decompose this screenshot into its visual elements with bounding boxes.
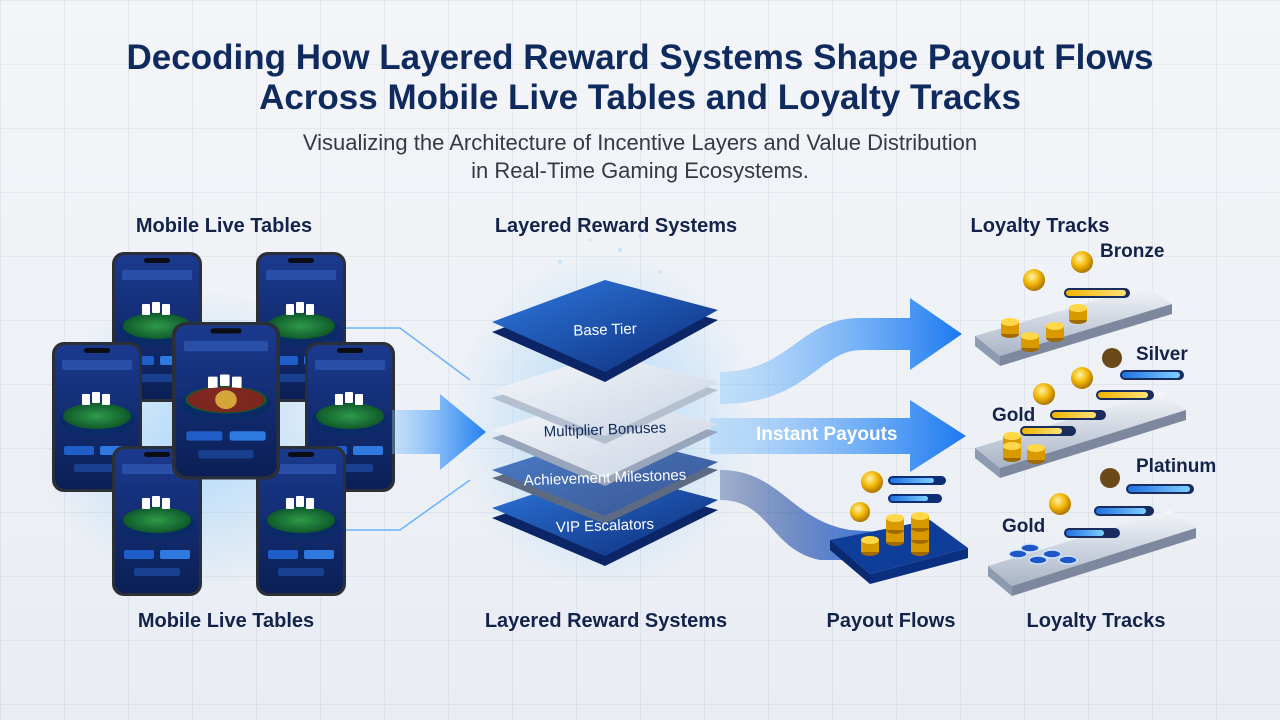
- subtitle-line-1: Visualizing the Architecture of Incentiv…: [302, 130, 978, 155]
- flow-arrow-payout: [720, 470, 880, 560]
- label-layered-reward-systems-bottom: Layered Reward Systems: [484, 610, 728, 632]
- label-loyalty-tracks-bottom: Loyalty Tracks: [1026, 610, 1166, 632]
- page-subtitle: Visualizing the Architecture of Incentiv…: [0, 129, 1280, 185]
- payout-flows-illustration: [830, 471, 968, 584]
- loyalty-track-silver-gold: [975, 348, 1186, 478]
- label-layered-reward-systems-top: Layered Reward Systems: [494, 215, 738, 237]
- phone-center: [172, 322, 280, 480]
- loyalty-track-bronze: [975, 251, 1172, 366]
- flow-arrow-instant: [710, 400, 966, 472]
- label-mobile-live-tables-top: Mobile Live Tables: [135, 215, 313, 237]
- label-loyalty-tracks-top: Loyalty Tracks: [970, 215, 1110, 237]
- subtitle-line-2: in Real-Time Gaming Ecosystems.: [471, 158, 809, 183]
- tier-label-silver: Silver: [1136, 344, 1188, 365]
- flow-arrow-top: [720, 298, 962, 404]
- tier-label-platinum: Platinum: [1136, 456, 1217, 477]
- layer-label-vip-escalators: VIP Escalators: [555, 515, 655, 537]
- instant-payouts-label: Instant Payouts: [756, 424, 898, 445]
- tier-label-gold-1: Gold: [992, 405, 1036, 426]
- label-mobile-live-tables-bottom: Mobile Live Tables: [137, 610, 315, 632]
- layer-label-base-tier: Base Tier: [573, 320, 637, 340]
- title-line-1: Decoding How Layered Reward Systems Shap…: [126, 38, 1154, 77]
- tier-label-gold-2: Gold: [1002, 516, 1046, 537]
- sparkle-dots: [558, 234, 662, 274]
- layer-top-base-tier: [492, 280, 718, 382]
- tier-label-bronze: Bronze: [1100, 241, 1165, 262]
- reward-layer-stack: [455, 234, 755, 590]
- loyalty-track-platinum-gold: [988, 468, 1196, 596]
- page-title: Decoding How Layered Reward Systems Shap…: [0, 38, 1280, 118]
- title-line-2: Across Mobile Live Tables and Loyalty Tr…: [259, 78, 1021, 117]
- phone-connector-lines: [335, 327, 471, 531]
- label-payout-flows: Payout Flows: [826, 610, 956, 632]
- layer-base: [492, 354, 718, 444]
- mobile-live-tables-cluster: [40, 252, 395, 596]
